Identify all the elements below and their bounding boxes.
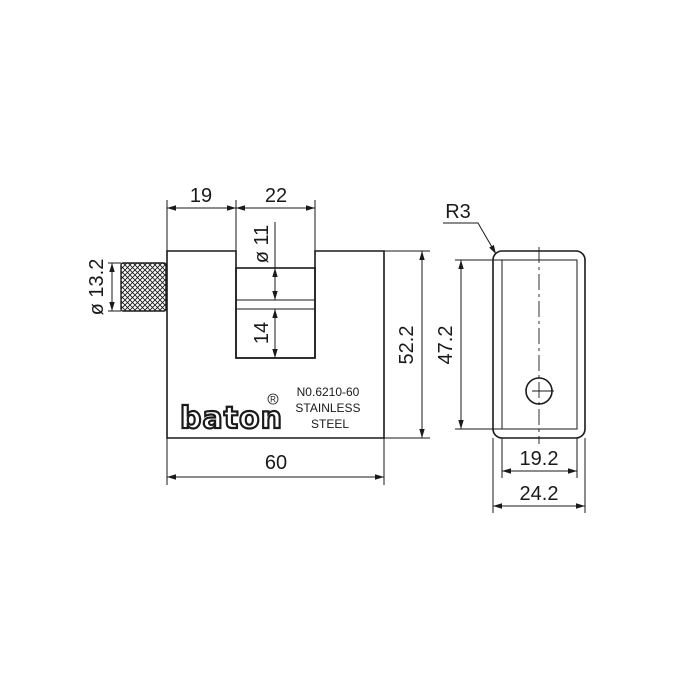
model-number: N0.6210-60 [297, 385, 360, 399]
dim-text-22: 22 [265, 185, 287, 207]
dim-text-52-2: 52.2 [396, 326, 418, 365]
dim-text-19-2: 19.2 [520, 448, 559, 470]
material-line-1: STAINLESS [295, 401, 360, 415]
knurled-knob [120, 262, 167, 312]
registered-mark-circle [267, 393, 279, 405]
registered-mark: R [270, 395, 276, 404]
front-view: 19 22 ø 11 14 ø 13.2 60 52.2 baton R N0.… [86, 185, 430, 485]
dim-text-shackle-diameter: ø 11 [251, 225, 273, 264]
brand-logo: baton [180, 401, 283, 436]
material-line-2: STEEL [311, 417, 349, 431]
dim-text-knob-diameter: ø 13.2 [86, 259, 108, 316]
dim-text-47-2: 47.2 [435, 326, 457, 365]
side-view: R3 47.2 19.2 24.2 [435, 201, 586, 513]
radius-leader [443, 222, 497, 255]
side-inner-outline [501, 259, 578, 430]
dim-text-19: 19 [190, 185, 212, 207]
dim-text-14: 14 [251, 322, 273, 344]
dim-text-24-2: 24.2 [520, 483, 559, 505]
dim-text-r3: R3 [445, 201, 471, 223]
dim-text-60: 60 [265, 452, 287, 474]
